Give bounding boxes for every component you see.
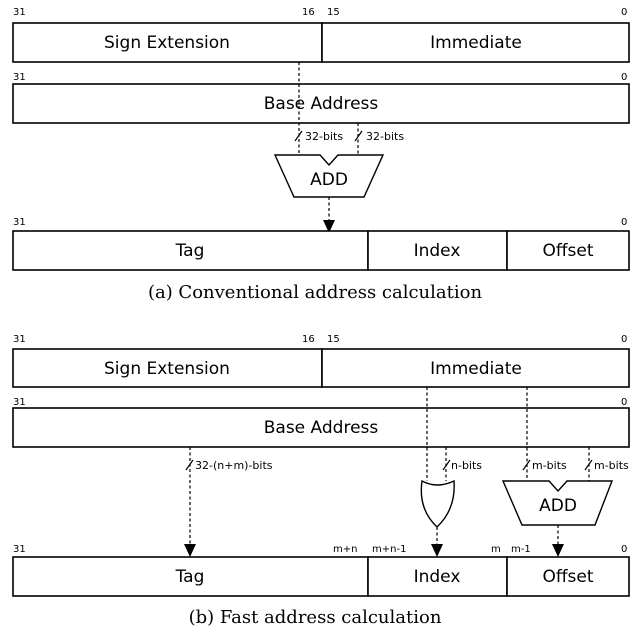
b-sign-extension-field <box>12 348 323 388</box>
b-base-address-label: Base Address <box>264 418 379 438</box>
a-offset-field <box>506 230 630 271</box>
a-bus-slash-right <box>354 130 363 142</box>
a-row2-bit-0: 0 <box>621 72 627 83</box>
b-row2-bit-31: 31 <box>13 397 26 408</box>
a-index-field <box>367 230 508 271</box>
a-row3-bit-31: 31 <box>13 217 26 228</box>
a-immediate-label: Immediate <box>430 33 522 53</box>
a-immediate-field <box>321 22 630 63</box>
b-bus-slash-offset-right <box>584 459 593 471</box>
b-row1-bit-31: 31 <box>13 334 26 345</box>
b-wire-label-offset-right: m-bits <box>594 459 629 472</box>
a-bus-slash-left <box>294 130 303 142</box>
diagram-b: 31 16 15 0 Sign Extension Immediate 31 0… <box>12 334 630 628</box>
a-base-address-label: Base Address <box>264 94 379 114</box>
b-row3-bit-31: 31 <box>13 544 26 555</box>
b-wire-label-offset-left: m-bits <box>532 459 567 472</box>
a-wire-label-right: 32-bits <box>366 130 404 143</box>
b-row3-bit-mn1: m+n-1 <box>372 544 406 555</box>
a-caption: (a) Conventional address calculation <box>148 282 483 303</box>
b-row1-bit-0: 0 <box>621 334 627 345</box>
b-adder-label: ADD <box>539 496 577 516</box>
a-row1-bit-16: 16 <box>302 7 315 18</box>
b-bus-slash-offset-left <box>522 459 531 471</box>
a-adder-shape <box>273 154 385 198</box>
b-arrow-to-tag <box>184 544 196 557</box>
b-offset-label: Offset <box>542 567 593 587</box>
b-row1-bit-16: 16 <box>302 334 315 345</box>
b-index-label: Index <box>414 567 461 587</box>
a-sign-extension-label: Sign Extension <box>104 33 230 53</box>
b-row2-bit-0: 0 <box>621 397 627 408</box>
a-row1-bit-15: 15 <box>327 7 340 18</box>
b-arrow-to-index <box>431 544 443 557</box>
a-row1-bit-31: 31 <box>13 7 26 18</box>
a-index-label: Index <box>414 241 461 261</box>
b-caption: (b) Fast address calculation <box>189 607 442 628</box>
a-row1-bit-0: 0 <box>621 7 627 18</box>
b-immediate-label: Immediate <box>430 359 522 379</box>
b-sign-extension-label: Sign Extension <box>104 359 230 379</box>
b-row1-bit-15: 15 <box>327 334 340 345</box>
a-offset-label: Offset <box>542 241 593 261</box>
b-row3-bit-mn: m+n <box>333 544 357 555</box>
a-tag-label: Tag <box>175 241 205 261</box>
b-or-gate-shape <box>420 479 455 528</box>
b-adder-shape <box>501 480 614 526</box>
a-base-address-field <box>12 83 630 124</box>
b-row3-bit-0: 0 <box>621 544 627 555</box>
b-wire-label-index: n-bits <box>451 459 482 472</box>
a-arrow-to-tag <box>323 220 335 233</box>
b-bus-slash-tag <box>185 459 194 471</box>
a-sign-extension-field <box>12 22 323 63</box>
b-arrow-to-offset <box>552 544 564 557</box>
a-row2-bit-31: 31 <box>13 72 26 83</box>
b-row3-bit-m: m <box>491 544 501 555</box>
b-bus-slash-index <box>442 459 451 471</box>
b-row3-bit-m1: m-1 <box>511 544 531 555</box>
b-wire-label-tag: 32-(n+m)-bits <box>195 459 273 472</box>
diagram-a: 31 16 15 0 Sign Extension Immediate 31 0… <box>12 7 630 303</box>
b-base-address-field <box>12 407 630 448</box>
b-tag-label: Tag <box>175 567 205 587</box>
a-row3-bit-0: 0 <box>621 217 627 228</box>
b-immediate-field <box>321 348 630 388</box>
b-tag-field <box>12 556 369 597</box>
a-adder-label: ADD <box>310 170 348 190</box>
b-offset-field <box>506 556 630 597</box>
a-wire-label-left: 32-bits <box>305 130 343 143</box>
